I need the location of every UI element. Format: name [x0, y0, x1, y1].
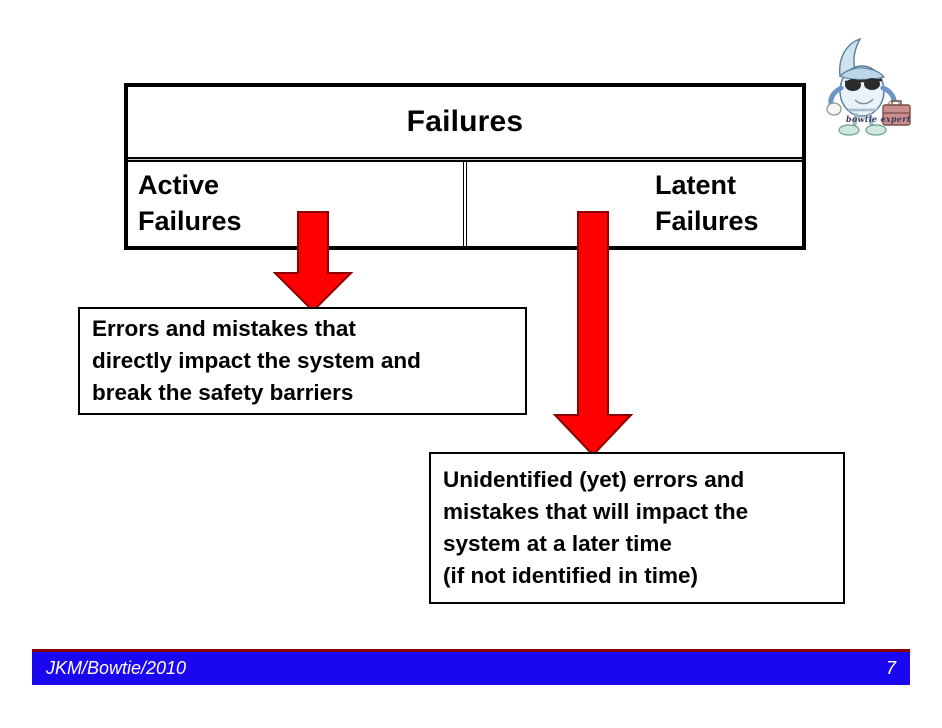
active-failures-description-text: Errors and mistakes that directly impact… — [92, 316, 421, 405]
latent-failures-label: Latent Failures — [655, 170, 759, 236]
table-cell-latent: Latent Failures — [465, 162, 802, 246]
latent-failures-description-text: Unidentified (yet) errors and mistakes t… — [443, 467, 749, 588]
footer-label: JKM/Bowtie/2010 — [46, 658, 187, 678]
footer-page-number: 7 — [885, 658, 896, 678]
latent-failures-down-arrow-icon — [552, 211, 634, 457]
footer-accent-line — [32, 649, 910, 652]
table-header-divider — [128, 157, 802, 162]
table-column-divider — [463, 162, 467, 246]
active-failures-down-arrow-icon — [272, 211, 354, 313]
logo-caption: bowtie expert — [846, 114, 911, 124]
table-body-row: Active Failures Latent Failures — [128, 162, 802, 246]
active-failures-description-box: Errors and mistakes that directly impact… — [78, 307, 527, 415]
table-title: Failures — [406, 105, 524, 138]
latent-failures-description-box: Unidentified (yet) errors and mistakes t… — [429, 452, 845, 604]
bowtie-expert-mascot-icon — [812, 36, 916, 140]
table-title-row: Failures — [128, 87, 802, 157]
active-failures-label: Active Failures — [138, 170, 242, 236]
footer-bar: JKM/Bowtie/2010 7 — [32, 652, 910, 685]
failures-table: Failures Active Failures Latent Failures — [124, 83, 806, 250]
table-cell-active: Active Failures — [128, 162, 465, 246]
